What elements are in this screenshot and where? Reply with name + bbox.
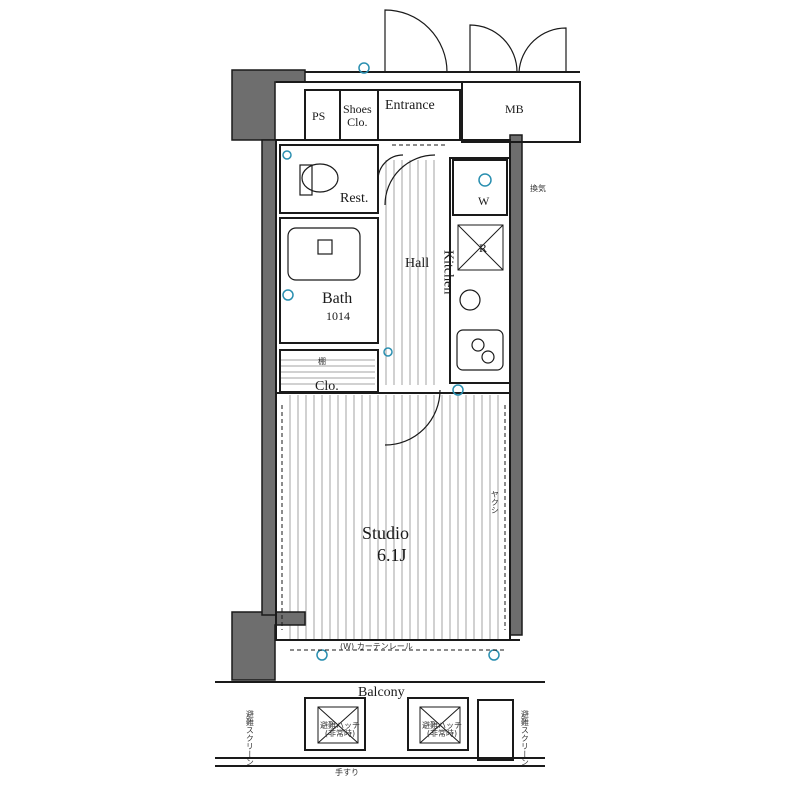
kitchen-label: Kitchen: [440, 250, 456, 295]
rest-label: Rest.: [340, 191, 369, 206]
refrigerator-label: R: [479, 241, 488, 255]
equipment-marks: [282, 62, 500, 661]
shoes-closet-line-2: Clo.: [347, 114, 368, 129]
shoes-closet-line-1: Shoes: [343, 102, 372, 116]
bath-size-label: 1014: [326, 309, 350, 323]
studio-size-label: 6.1J: [377, 545, 407, 565]
closet-label: Clo.: [315, 379, 339, 394]
closet-floor-pattern: [280, 359, 375, 385]
hall-label: Hall: [405, 256, 430, 271]
curtain-rail-note: (W) カーテンレール: [340, 642, 413, 651]
hatch-left-line-1: 避難ハッチ: [320, 721, 360, 730]
handrail-note: 手すり: [335, 768, 359, 777]
screen-left-note: 避難スクリーン: [245, 710, 255, 766]
studio-floor-pattern: [289, 395, 499, 640]
appliance-crosses: [317, 224, 504, 744]
sanitary-fixtures: [287, 163, 504, 371]
shelf-note: 棚: [318, 357, 326, 366]
ps-label: PS: [312, 109, 326, 123]
exhaust-note: 換気: [530, 184, 546, 193]
bath-label: Bath: [322, 290, 353, 307]
studio-label: Studio: [362, 523, 410, 543]
screen-left-line-1: 避難: [245, 710, 255, 726]
entrance-label: Entrance: [385, 98, 435, 113]
shoes-closet-label: Shoes Clo.: [343, 103, 372, 128]
wall-outlines: [215, 71, 581, 767]
washer-label: W: [478, 194, 490, 208]
hall-floor-pattern: [385, 160, 435, 385]
hatch-left-line-2: (非常時): [324, 729, 356, 739]
hatch-right-line-1: 避難ハッチ: [422, 721, 462, 730]
side-note: ヤクシ: [490, 490, 500, 514]
dashed-lines: [281, 144, 506, 651]
hatch-right-line-2: (非常時): [426, 729, 458, 739]
mb-label: MB: [505, 102, 524, 116]
screen-right-line-1: 避難: [520, 710, 530, 726]
entrance-door-swings: [377, 9, 567, 446]
balcony-label: Balcony: [358, 685, 405, 700]
hatch-right-note: 避難ハッチ (非常時): [422, 721, 462, 739]
screen-left-line-2: スクリーン: [245, 726, 255, 766]
hatch-left-note: 避難ハッチ (非常時): [320, 721, 360, 739]
screen-right-note: 避難スクリーン: [520, 710, 530, 766]
screen-right-line-2: スクリーン: [520, 726, 530, 766]
